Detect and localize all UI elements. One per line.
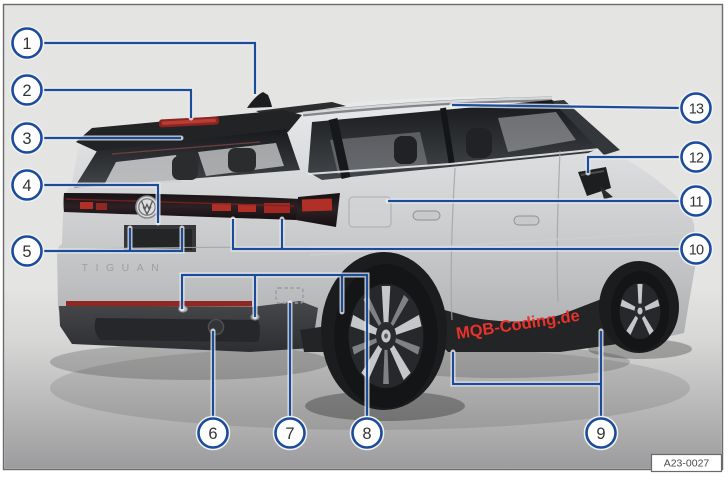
callout-1-number: 1 [22,35,31,53]
callout-6: 6 [195,415,231,451]
callout-12-line [586,155,682,173]
callout-2-line [41,88,193,118]
callout-2-number: 2 [22,82,31,100]
callout-13-number: 13 [689,101,704,117]
callout-4: 4 [9,167,45,203]
callout-10: 10 [678,231,714,267]
callout-7: 7 [272,415,308,451]
high-brake-light [158,116,219,128]
window-chrome-trim [307,148,601,175]
callout-11-number: 11 [689,194,703,210]
vehicle-illustration: TIGUAN [57,92,696,410]
rear-window-interior [104,141,284,185]
side-window-interior [328,107,576,179]
vw-logo-icon [135,195,159,219]
bumper-diffuser [94,318,261,342]
callout-9-number: 9 [596,425,605,443]
taillight-bar [63,193,300,220]
callout-8: 8 [349,415,385,451]
fuel-filler-flap [348,196,392,228]
front-door-seam [556,150,561,303]
rear-door-handle [412,210,441,221]
front-wheel [599,261,679,353]
sill-trim [430,295,618,352]
callout-5-number: 5 [22,243,31,261]
callout-4-number: 4 [22,177,31,195]
callout-13: 13 [678,90,714,126]
roof-antenna-icon [247,92,272,108]
callout-3-number: 3 [22,130,31,148]
rear-spoiler [76,110,302,152]
callout-10-line [231,219,682,251]
model-badge: TIGUAN [82,262,167,274]
taillight-segments [65,198,333,213]
callout-2: 2 [9,72,45,108]
callout-4-line [41,183,160,223]
figure-code-box: A23-0027 [650,453,723,473]
callout-layer: 1 2 3 4 5 6 7 8 9 10 11 12 13 [9,25,714,451]
callout-8-line [180,273,369,419]
callout-7-number: 7 [285,425,294,443]
callout-3: 3 [9,120,45,156]
callout-13-line [451,103,682,110]
callout-8-number: 8 [362,425,371,443]
front-door-handle [513,215,540,226]
windshield-edge [552,100,620,155]
roof-rail-highlight [302,96,553,115]
callout-9: 9 [583,415,619,451]
callout-5-line [41,228,184,253]
callout-6-number: 6 [208,425,217,443]
callout-12-number: 12 [689,150,704,166]
callout-12: 12 [678,139,714,175]
callout-9-line [451,331,603,419]
figure-code-label: A23-0027 [664,458,710,470]
callout-markers: 1 2 3 4 5 6 7 8 9 10 11 12 13 [9,25,714,451]
callout-11: 11 [678,183,714,219]
callout-1-line [41,41,257,94]
callout-lines [39,40,684,421]
reflector-strip [66,301,252,307]
callout-1: 1 [9,25,45,61]
callout-10-number: 10 [689,242,704,258]
callout-5: 5 [9,233,45,269]
